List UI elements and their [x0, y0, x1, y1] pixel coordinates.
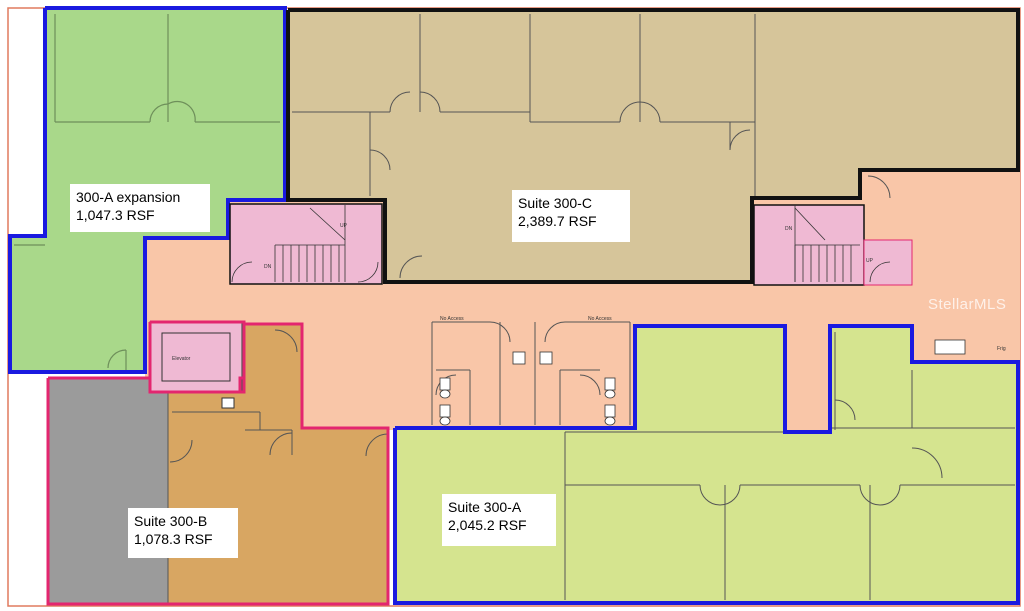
elevator-car	[161, 332, 231, 382]
stair-right-dn-label: DN	[785, 226, 793, 232]
suite-300a-expansion-area-value: 1,047.3 RSF	[76, 207, 155, 223]
stair-left-dn-label: DN	[264, 264, 272, 270]
suite-300c-name: Suite 300-C	[518, 195, 592, 211]
stair-right-annex	[863, 239, 913, 286]
watermark: StellarMLS	[928, 296, 1007, 313]
refrigerator-label: Frig	[997, 346, 1006, 352]
suite-300a-wall-lines	[564, 332, 1015, 600]
suite-300a-outline	[393, 324, 1020, 605]
suite-300b-gray-area	[48, 378, 168, 603]
stair-right-treads	[794, 205, 891, 283]
stair-right-up-label: UP	[866, 258, 874, 264]
stair-left	[229, 203, 383, 285]
suite-300a-expansion-outline	[8, 6, 287, 374]
suite-300a-expansion-label: 300-A expansion 1,047.3 RSF	[70, 184, 210, 232]
kitchenette-counter	[934, 339, 966, 355]
suite-300b-wall-lines	[167, 329, 389, 603]
suite-300b-label: Suite 300-B 1,078.3 RSF	[128, 508, 238, 558]
suite-300c-area	[288, 10, 1018, 282]
stair-left-treads	[231, 205, 379, 283]
suite-300c-outline	[286, 8, 1020, 284]
elevator-label: Elevator	[172, 356, 191, 362]
restroom-fixtures	[439, 351, 616, 426]
suite-300a-label: Suite 300-A 2,045.2 RSF	[442, 494, 556, 546]
suite-300b-area-value: 1,078.3 RSF	[134, 531, 213, 547]
suite-300c-wall-lines	[292, 14, 891, 279]
suite-300c-label: Suite 300-C 2,389.7 RSF	[512, 190, 630, 242]
restrooms	[431, 321, 631, 425]
suite-300a-name: Suite 300-A	[448, 499, 522, 515]
expansion-wall-lines	[14, 14, 280, 370]
no-access-left-label: No Access	[440, 316, 464, 322]
elevator-outline	[148, 320, 246, 394]
no-access-right-label: No Access	[588, 316, 612, 322]
suite-300b-name: Suite 300-B	[134, 513, 208, 529]
suite-300c-area-value: 2,389.7 RSF	[518, 213, 597, 229]
suite-300a-area-value: 2,045.2 RSF	[448, 517, 527, 533]
stair-left-up-label: UP	[340, 223, 348, 229]
suite-300a-expansion-name: 300-A expansion	[76, 189, 181, 205]
